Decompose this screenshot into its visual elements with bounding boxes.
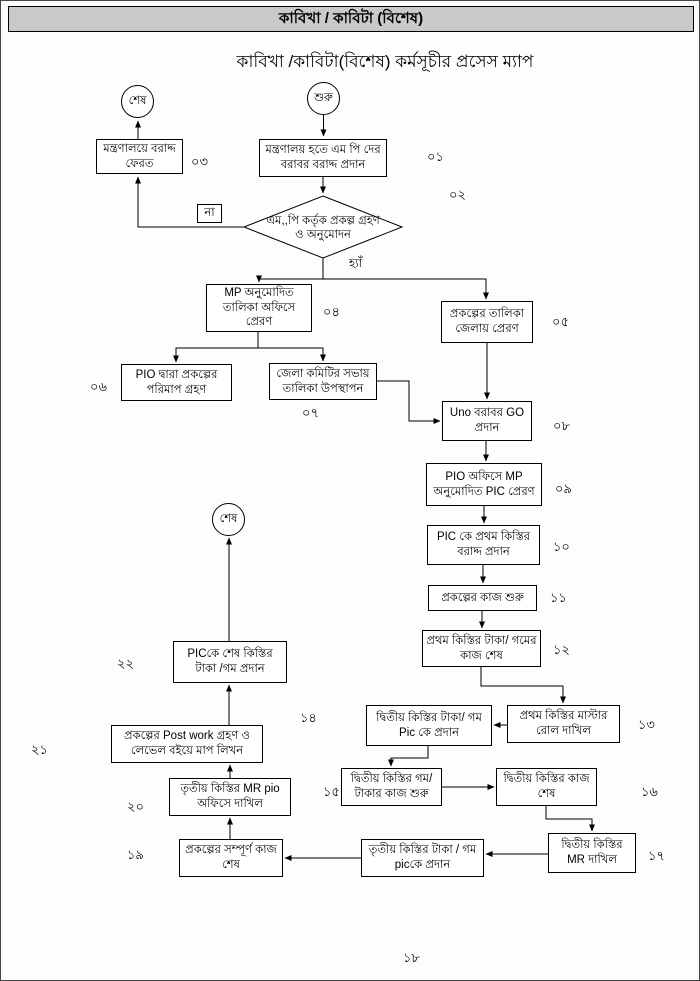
arrow-02-yes-to-04 (256, 258, 324, 283)
step-number-13: ১৩ (638, 717, 655, 732)
flow-step-02-decision: এম,,পি কর্তৃক প্রকল্প গ্রহণ ও অনুমোদন (266, 214, 380, 241)
page-title: কাবিখা /কাবিটা(বিশেষ) কর্মসূচীর প্রসেস ম… (236, 52, 534, 71)
step-number-07: ০৭ (302, 405, 319, 420)
end-terminal-top: শেষ (121, 85, 154, 118)
step-number-02: ০২ (449, 187, 466, 202)
step-number-03: ০৩ (191, 154, 208, 169)
start-terminal: শুরু (307, 82, 340, 115)
step-number-17: ১৭ (648, 848, 665, 863)
step-number-10: ১০ (553, 539, 570, 554)
flow-step-21: প্রকল্পের Post work গ্রহণ ও লেভেল বইয়ে … (111, 725, 263, 763)
flow-step-03: মন্ত্রণালয়ে বরাদ্দ ফেরত (96, 139, 183, 174)
step-number-21: ২১ (31, 742, 48, 757)
step-number-19: ১৯ (127, 847, 144, 862)
flow-step-05: প্রকল্পের তালিকা জেলায় প্রেরণ (441, 301, 533, 343)
step-number-15: ১৫ (323, 784, 340, 799)
flow-step-22: PICকে শেষ কিস্তির টাকা /গম প্রদান (173, 641, 287, 683)
step-number-12: ১২ (553, 642, 570, 657)
flow-step-16: দ্বিতীয় কিস্তির কাজ শেষ (496, 768, 597, 806)
step-number-01: ০১ (427, 149, 444, 164)
arrow-02-no-to-03 (135, 176, 244, 228)
arrow-16-to-17 (545, 806, 595, 832)
flow-step-11: প্রকল্পের কাজ শুরু (428, 585, 537, 611)
flow-step-14: দ্বিতীয় কিস্তির টাকা/ গম Pic কে প্রদান (366, 705, 492, 746)
step-number-05: ০৫ (552, 314, 569, 329)
flow-step-15: দ্বিতীয় কিস্তির গম/ টাকার কাজ শুরু (341, 768, 442, 806)
step-number-18: ১৮ (403, 950, 420, 965)
decision-no-label: না (197, 204, 222, 223)
flow-step-07: জেলা কমিটির সভায় তালিকা উপস্থাপন (269, 363, 377, 400)
step-number-20: ২০ (127, 799, 144, 814)
step-number-16: ১৬ (641, 784, 658, 799)
end-terminal-mid: শেষ (212, 503, 245, 536)
step-number-09: ০৯ (555, 481, 572, 496)
arrow-14-to-15 (388, 746, 429, 767)
flow-step-19: প্রকল্পের সম্পূর্ণ কাজ শেষ (179, 839, 283, 877)
arrow-12-to-13 (480, 667, 566, 704)
flow-step-12: প্রথম কিস্তির টাকা/ গমের কাজ শেষ (422, 630, 541, 667)
step-number-14: ১৪ (300, 710, 317, 725)
arrow-04-to-06 (173, 332, 259, 363)
flow-step-09: PIO অফিসে MP অনুমোদিত PIC প্রেরণ (426, 463, 542, 506)
step-number-11: ১১ (550, 590, 567, 605)
flow-step-01: মন্ত্রণালয় হতে এম পি দের বরাবর বরাদ্দ প… (259, 139, 387, 177)
flow-step-08: Uno বরাবর GO প্রদান (442, 401, 532, 441)
arrow-04-to-07 (258, 347, 326, 362)
flow-step-20: তৃতীয় কিস্তির MR pio অফিসে দাখিল (169, 778, 291, 816)
decision-yes-label: হ্যাঁ (347, 255, 365, 275)
flow-step-04: MP অনুমোদিত তালিকা অফিসে প্রেরণ (206, 284, 312, 332)
flow-step-13: প্রথম কিস্তির মাস্টার রোল দাখিল (507, 705, 620, 743)
arrow-07-to-08 (377, 380, 441, 424)
step-number-08: ০৮ (553, 418, 570, 433)
page-header-bar: কাবিখা / কাবিটা (বিশেষ) (8, 6, 694, 32)
step-number-04: ০৪ (323, 304, 340, 319)
step-number-06: ০৬ (90, 379, 107, 394)
step-number-22: ২২ (117, 656, 134, 671)
arrow-02-to-05 (323, 278, 489, 300)
flow-step-10: PIC কে প্রথম কিস্তির বরাদ্দ প্রদান (427, 525, 540, 565)
flow-step-18: তৃতীয় কিস্তির টাকা / গম picকে প্রদান (361, 839, 484, 877)
flow-step-06: PIO দ্বারা প্রকল্পের পরিমাপ গ্রহণ (121, 364, 232, 401)
flow-step-17: দ্বিতীয় কিস্তির MR দাখিল (548, 833, 636, 873)
